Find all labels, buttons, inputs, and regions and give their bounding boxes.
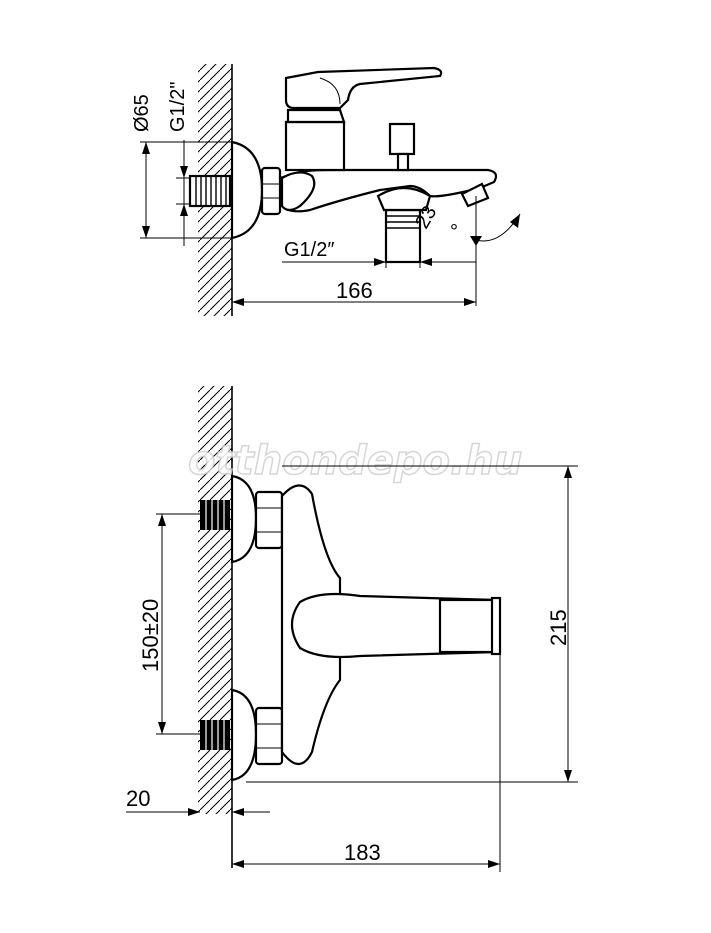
dim-spacing-150: 150±20	[138, 599, 163, 672]
dim-diameter-65: Ø65	[131, 94, 153, 132]
dim-depth-166: 166	[336, 278, 373, 303]
dim-depth-183: 183	[344, 840, 381, 865]
dim-angle-degree: °	[450, 221, 458, 243]
plan-view: otthondepo.hu	[126, 386, 578, 872]
dim-wall-offset-20: 20	[126, 786, 150, 811]
dim-thread-outlet: G1/2″	[284, 239, 334, 261]
side-view: Ø65 G1/2"	[131, 64, 521, 316]
dim-thread-wall: G1/2"	[167, 82, 189, 132]
watermark: otthondepo.hu	[188, 438, 522, 484]
dim-height-215: 215	[546, 609, 571, 646]
